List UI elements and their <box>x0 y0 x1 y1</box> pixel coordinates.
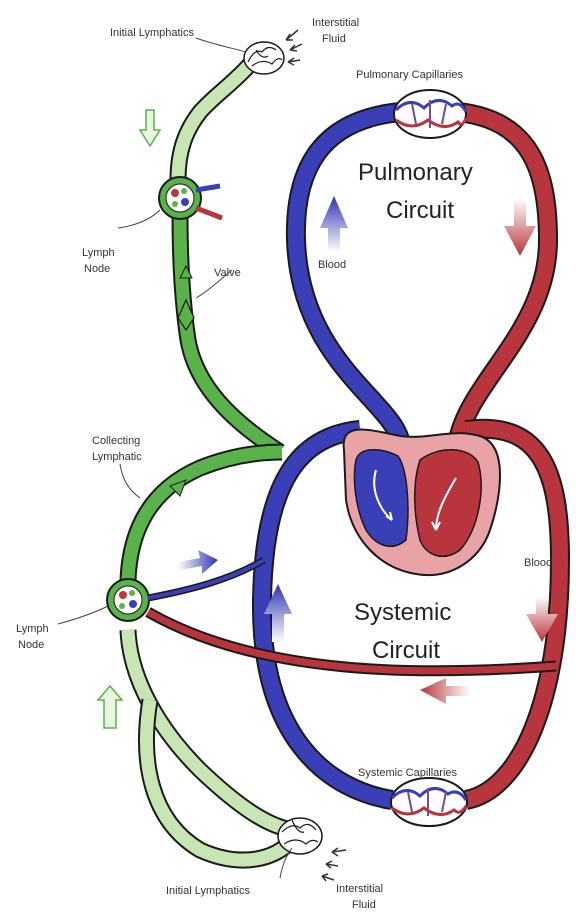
upper-lymph-node <box>159 177 201 219</box>
interstitial-fluid-top-label-2: Fluid <box>322 33 346 45</box>
lower-lymph-node <box>107 579 149 621</box>
lower-lymph-capillary-bed <box>278 818 322 854</box>
systemic-circuit-label-2: Circuit <box>372 637 440 664</box>
lymph-node-top-label-1: Lymph <box>82 247 115 259</box>
lymph-down-arrow-top <box>140 110 160 146</box>
interstitial-fluid-bottom-label-2: Fluid <box>352 899 376 911</box>
pulmonary-capillaries-label: Pulmonary Capillaries <box>356 69 463 81</box>
collecting-lymphatic-label-2: Lymphatic <box>92 451 142 463</box>
blood-label-right: Blood <box>524 557 552 569</box>
lymph-node-bottom-label-2: Node <box>18 639 44 651</box>
blood-up-arrow-pulmonary <box>320 196 348 252</box>
lymph-node-bottom-label-1: Lymph <box>16 623 49 635</box>
interstitial-arrows-bottom <box>322 848 346 881</box>
heart <box>344 429 500 575</box>
pulmonary-circuit-label-1: Pulmonary <box>358 159 473 186</box>
blood-left-arrow <box>420 678 470 704</box>
valve-label: Valve <box>214 267 241 279</box>
interstitial-arrows-top <box>286 30 302 65</box>
systemic-capillaries-label: Systemic Capillaries <box>358 767 458 779</box>
upper-lymph-capillary-bed <box>244 42 284 74</box>
blood-right-arrow <box>178 550 218 574</box>
interstitial-fluid-top-label-1: Interstitial <box>312 17 359 29</box>
blood-down-arrow-pulmonary <box>504 198 536 256</box>
blood-label-left: Blood <box>318 259 346 271</box>
pulmonary-circuit-label-2: Circuit <box>386 197 454 224</box>
interstitial-fluid-bottom-label-1: Interstitial <box>336 883 383 895</box>
systemic-circuit-label-1: Systemic <box>354 599 451 626</box>
collecting-lymphatic-label-1: Collecting <box>92 435 140 447</box>
lymph-node-top-label-2: Node <box>84 263 110 275</box>
systemic-capillary-bed <box>391 778 467 826</box>
initial-lymphatics-bottom-label: Initial Lymphatics <box>166 885 250 897</box>
lymph-up-arrow-bottom <box>98 686 122 728</box>
initial-lymphatics-top-label: Initial Lymphatics <box>110 27 194 39</box>
pulmonary-capillary-bed <box>394 90 466 138</box>
